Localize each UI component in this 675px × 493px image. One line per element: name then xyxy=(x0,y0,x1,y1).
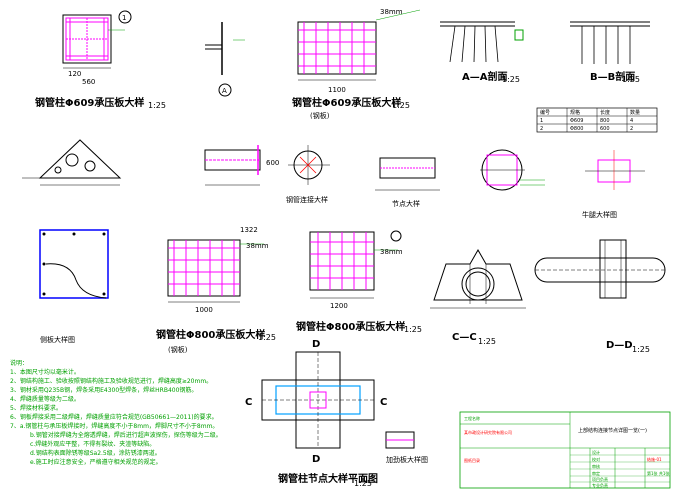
table-cell: 800 xyxy=(600,118,610,124)
caption-sub: (钢板) xyxy=(310,111,330,120)
caption: 钢管柱Φ609承压板大样 xyxy=(292,96,401,109)
caption: 节点大样 xyxy=(392,199,420,208)
detail-section-bb: B—B剖面 1:25 xyxy=(570,21,650,84)
table-cell: 1 xyxy=(540,118,543,124)
sheet-count: 第1张 共1张 xyxy=(647,470,669,476)
table-cell: 2 xyxy=(540,126,543,132)
dim-label: 600 xyxy=(266,159,279,167)
detail-side-plate: 节点大样 xyxy=(375,157,440,208)
marker-label: C xyxy=(245,397,252,408)
detail-section-aa: A—A剖面 1:25 xyxy=(440,21,524,84)
detail-plate-609: 120 560 1 钢管柱Φ609承压板大样 1:25 xyxy=(35,10,166,110)
note-item: d.钢结构表面除锈等级Sa2.5级，涂防锈漆两道。 xyxy=(30,449,161,457)
scale-label: 1:25 xyxy=(392,101,410,110)
dim-label: 1200 xyxy=(330,302,348,310)
detail-joint-circle xyxy=(480,149,545,191)
notes-block: 说明： 1、本图尺寸均以毫米计。 2、钢结构施工、验收按照钢结构施工及验收规范进… xyxy=(10,359,222,466)
note-item: 4、焊缝质量等级为二级。 xyxy=(10,395,80,403)
caption: B—B剖面 xyxy=(590,70,635,83)
marker-label: C xyxy=(380,397,387,408)
note-item: 3、钢材采用Q235B钢，焊条采用E4300型焊条，焊丝HRB400钢筋。 xyxy=(10,386,197,394)
note-item: 1、本图尺寸均以毫米计。 xyxy=(10,368,80,376)
dim-label: 120 xyxy=(68,70,81,78)
table-header: 数量 xyxy=(630,109,640,116)
detail-small-bottom: 加劲板大样图 xyxy=(385,431,428,464)
dim-label: 1100 xyxy=(328,86,346,94)
scale-label: 1:25 xyxy=(632,345,650,354)
note-item: 5、焊接材料要求。 xyxy=(10,404,62,412)
sheet-label: 图纸目录 xyxy=(464,457,480,463)
scale-label: 1:25 xyxy=(404,325,422,334)
dim-label: 38mm xyxy=(380,248,403,256)
caption: D—D xyxy=(606,340,633,351)
scale-label: 1:25 xyxy=(354,479,372,488)
caption: 侧板大样图 xyxy=(40,335,75,344)
tb-field: 项目负责 xyxy=(592,476,608,482)
caption: 加劲板大样图 xyxy=(386,455,428,464)
project-title: 上部结构连接节点详图一览(一) xyxy=(578,427,647,434)
title-block-label: 工程名称 xyxy=(464,415,480,421)
table-cell: 2 xyxy=(630,126,633,132)
detail-joint-plan: C C D D 钢管柱节点大样平面图 1:25 xyxy=(245,339,387,488)
company-name: 某市政设计研究院有限公司 xyxy=(464,429,512,435)
detail-section-dd: D—D 1:25 xyxy=(534,239,666,354)
caption: 钢管柱Φ800承压板大样 xyxy=(296,320,405,333)
table-cell: 600 xyxy=(600,126,610,132)
note-item: 2、钢结构施工、验收按照钢结构施工及验收规范进行，焊缝高度≥20mm。 xyxy=(10,377,212,385)
note-item: b.钢管对接焊缝为全熔透焊缝，焊后进行超声波探伤，探伤等级为二级。 xyxy=(30,431,222,439)
detail-section-cc: C—C 1:25 xyxy=(430,248,526,346)
note-item: 6、钢板焊接采用二级焊缝，焊缝质量应符合规范(GB50661—2011)的要求。 xyxy=(10,413,218,421)
detail-right-bracket: 牛腿大样图 xyxy=(582,150,645,219)
dim-label: 1000 xyxy=(195,306,213,314)
caption-sub: (钢板) xyxy=(168,345,188,354)
detail-bracket: 600 xyxy=(204,145,279,186)
dim-label: 38mm xyxy=(380,8,403,16)
tb-field: 设计 xyxy=(592,449,600,455)
detail-cross-section: 钢管连接大样 xyxy=(286,145,330,204)
marker-label: D xyxy=(312,339,320,350)
caption: C—C xyxy=(452,332,477,343)
scale-label: 1:25 xyxy=(502,75,520,84)
caption: 钢管连接大样 xyxy=(286,195,328,204)
tb-field: 专业负责 xyxy=(592,482,608,488)
detail-side-plate-blue: 侧板大样图 xyxy=(39,229,109,344)
notes-heading: 说明： xyxy=(10,359,28,367)
scale-label: 1:25 xyxy=(258,333,276,342)
caption: 牛腿大样图 xyxy=(582,210,617,219)
tb-field: 审核 xyxy=(592,463,600,469)
note-item: e.施工时应注意安全，严格遵守相关规范的规定。 xyxy=(30,458,162,466)
scale-label: 1:25 xyxy=(622,75,640,84)
table-header: 编号 xyxy=(540,109,550,116)
caption: 钢管柱Φ609承压板大样 xyxy=(35,96,144,109)
table-header: 长度 xyxy=(600,109,610,116)
caption: 钢管柱Φ800承压板大样 xyxy=(156,328,265,341)
detail-plate-800b-grid: 38mm 1200 钢管柱Φ800承压板大样 1:25 xyxy=(296,230,422,334)
tb-field: 校对 xyxy=(592,456,600,462)
detail-section-a: A xyxy=(205,22,245,97)
table-cell: Φ800 xyxy=(570,126,583,132)
drawing-number: 结施-01 xyxy=(647,456,662,462)
detail-plate-800-grid: 38mm 1322 1000 钢管柱Φ800承压板大样 1:25 (钢板) xyxy=(156,226,276,354)
caption: A—A剖面 xyxy=(462,70,507,83)
caption: 钢管柱节点大样平面图 xyxy=(278,472,378,485)
table-header: 规格 xyxy=(570,109,580,116)
note-item: 7、a.钢管柱与承压板焊接时，焊缝高度不小于8mm，焊脚尺寸不小于8mm。 xyxy=(10,422,218,430)
table-cell: Φ609 xyxy=(570,118,583,124)
dim-label: 560 xyxy=(82,78,95,86)
detail-stiffener xyxy=(22,139,122,186)
table-cell: 4 xyxy=(630,118,633,124)
dim-label: 1322 xyxy=(240,226,258,234)
marker-label: D xyxy=(312,454,320,465)
scale-label: 1:25 xyxy=(478,337,496,346)
material-table: 编号 规格 长度 数量 1 Φ609 800 4 2 Φ800 600 2 xyxy=(536,107,658,133)
title-block: 工程名称 某市政设计研究院有限公司 上部结构连接节点详图一览(一) 图纸目录 设… xyxy=(459,411,671,489)
marker-label: 1 xyxy=(122,14,126,22)
detail-plate-609-grid: 38mm 1100 钢管柱Φ609承压板大样 1:25 (钢板) xyxy=(292,8,421,120)
tb-field: 审定 xyxy=(592,470,600,476)
marker-label: A xyxy=(222,87,227,95)
dim-label: 38mm xyxy=(246,242,269,250)
scale-label: 1:25 xyxy=(148,101,166,110)
note-item: c.焊缝外观应平整，不得有裂纹、夹渣等缺陷。 xyxy=(30,440,155,448)
